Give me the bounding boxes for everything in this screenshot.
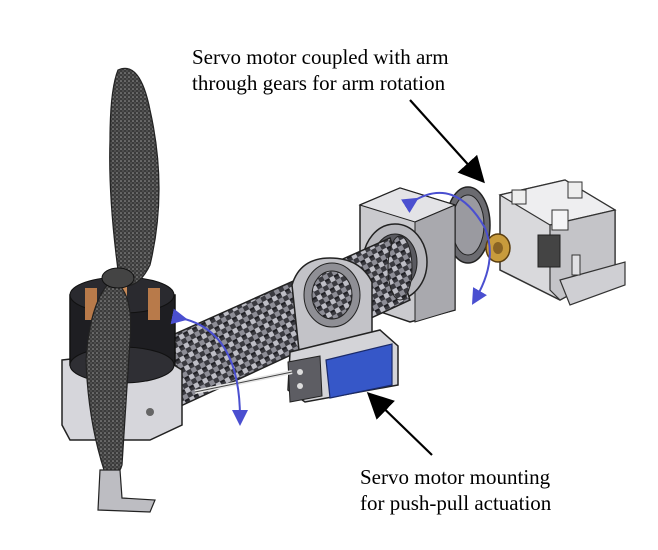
rotation-arrows	[170, 191, 491, 426]
annotation-bottom-line1: Servo motor mounting	[360, 465, 551, 489]
arm-rotation-arrow	[170, 308, 248, 426]
pointer-arrows	[366, 99, 485, 456]
annotation-top: Servo motor coupled with arm through gea…	[192, 44, 449, 96]
landing-foot	[97, 469, 156, 513]
annotation-top-line2: through gears for arm rotation	[192, 71, 446, 95]
arrow-bottom-icon	[366, 391, 433, 456]
arrow-top-icon	[409, 99, 485, 184]
middle-clamp	[291, 257, 373, 361]
gear-rotation-arrow	[400, 191, 491, 305]
annotation-bottom-line2: for push-pull actuation	[360, 491, 552, 515]
propeller	[85, 67, 160, 475]
annotation-top-line1: Servo motor coupled with arm	[192, 45, 449, 69]
annotation-bottom: Servo motor mounting for push-pull actua…	[360, 464, 551, 516]
rear-servo-motor	[498, 179, 626, 306]
